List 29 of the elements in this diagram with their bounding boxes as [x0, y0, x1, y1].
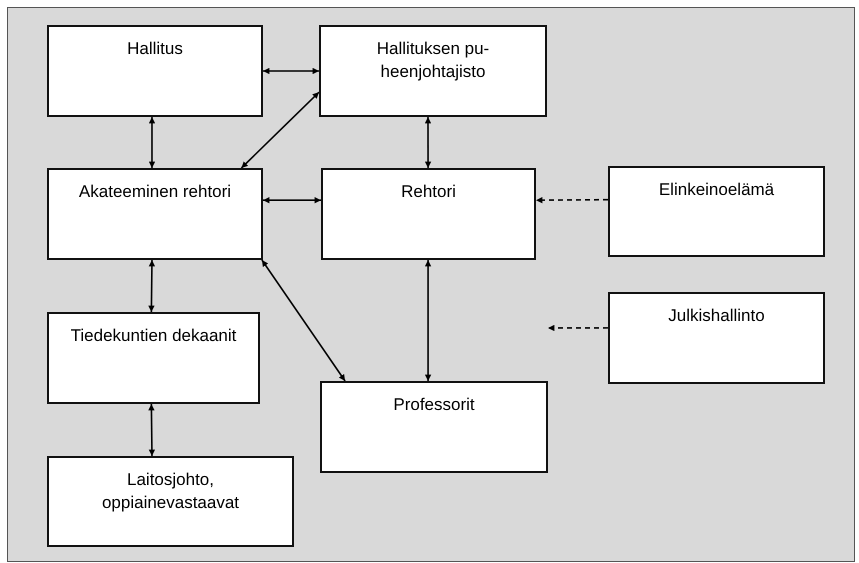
arrow — [424, 260, 432, 381]
box-label: Julkishallinto — [668, 305, 765, 327]
box-label: Rehtori — [401, 181, 456, 203]
arrow — [536, 196, 608, 204]
box-label: Hallituksen pu- heenjohtajisto — [376, 38, 490, 83]
org-box — [319, 25, 547, 117]
box-label: Akateeminen rehtori — [78, 181, 232, 203]
org-box — [608, 166, 825, 257]
org-box — [47, 456, 294, 547]
arrow — [424, 117, 432, 168]
arrow — [548, 324, 608, 332]
arrow — [240, 92, 320, 169]
org-box — [47, 168, 263, 260]
org-box — [47, 312, 260, 404]
arrow — [148, 117, 156, 168]
arrow — [148, 404, 156, 456]
box-label: Elinkeinoelämä — [658, 179, 774, 201]
arrow — [263, 197, 321, 204]
org-box — [321, 168, 536, 260]
box-label: Hallitus — [127, 38, 183, 60]
org-box — [608, 292, 825, 384]
arrow — [148, 260, 156, 312]
box-label: Tiedekuntien dekaanit — [70, 325, 236, 347]
box-label: Professorit — [393, 394, 475, 416]
org-box — [320, 381, 548, 473]
arrow — [261, 260, 346, 382]
org-box — [47, 25, 263, 117]
arrow — [263, 68, 319, 74]
box-label: Laitosjohto, oppiainevastaavat — [100, 469, 240, 514]
